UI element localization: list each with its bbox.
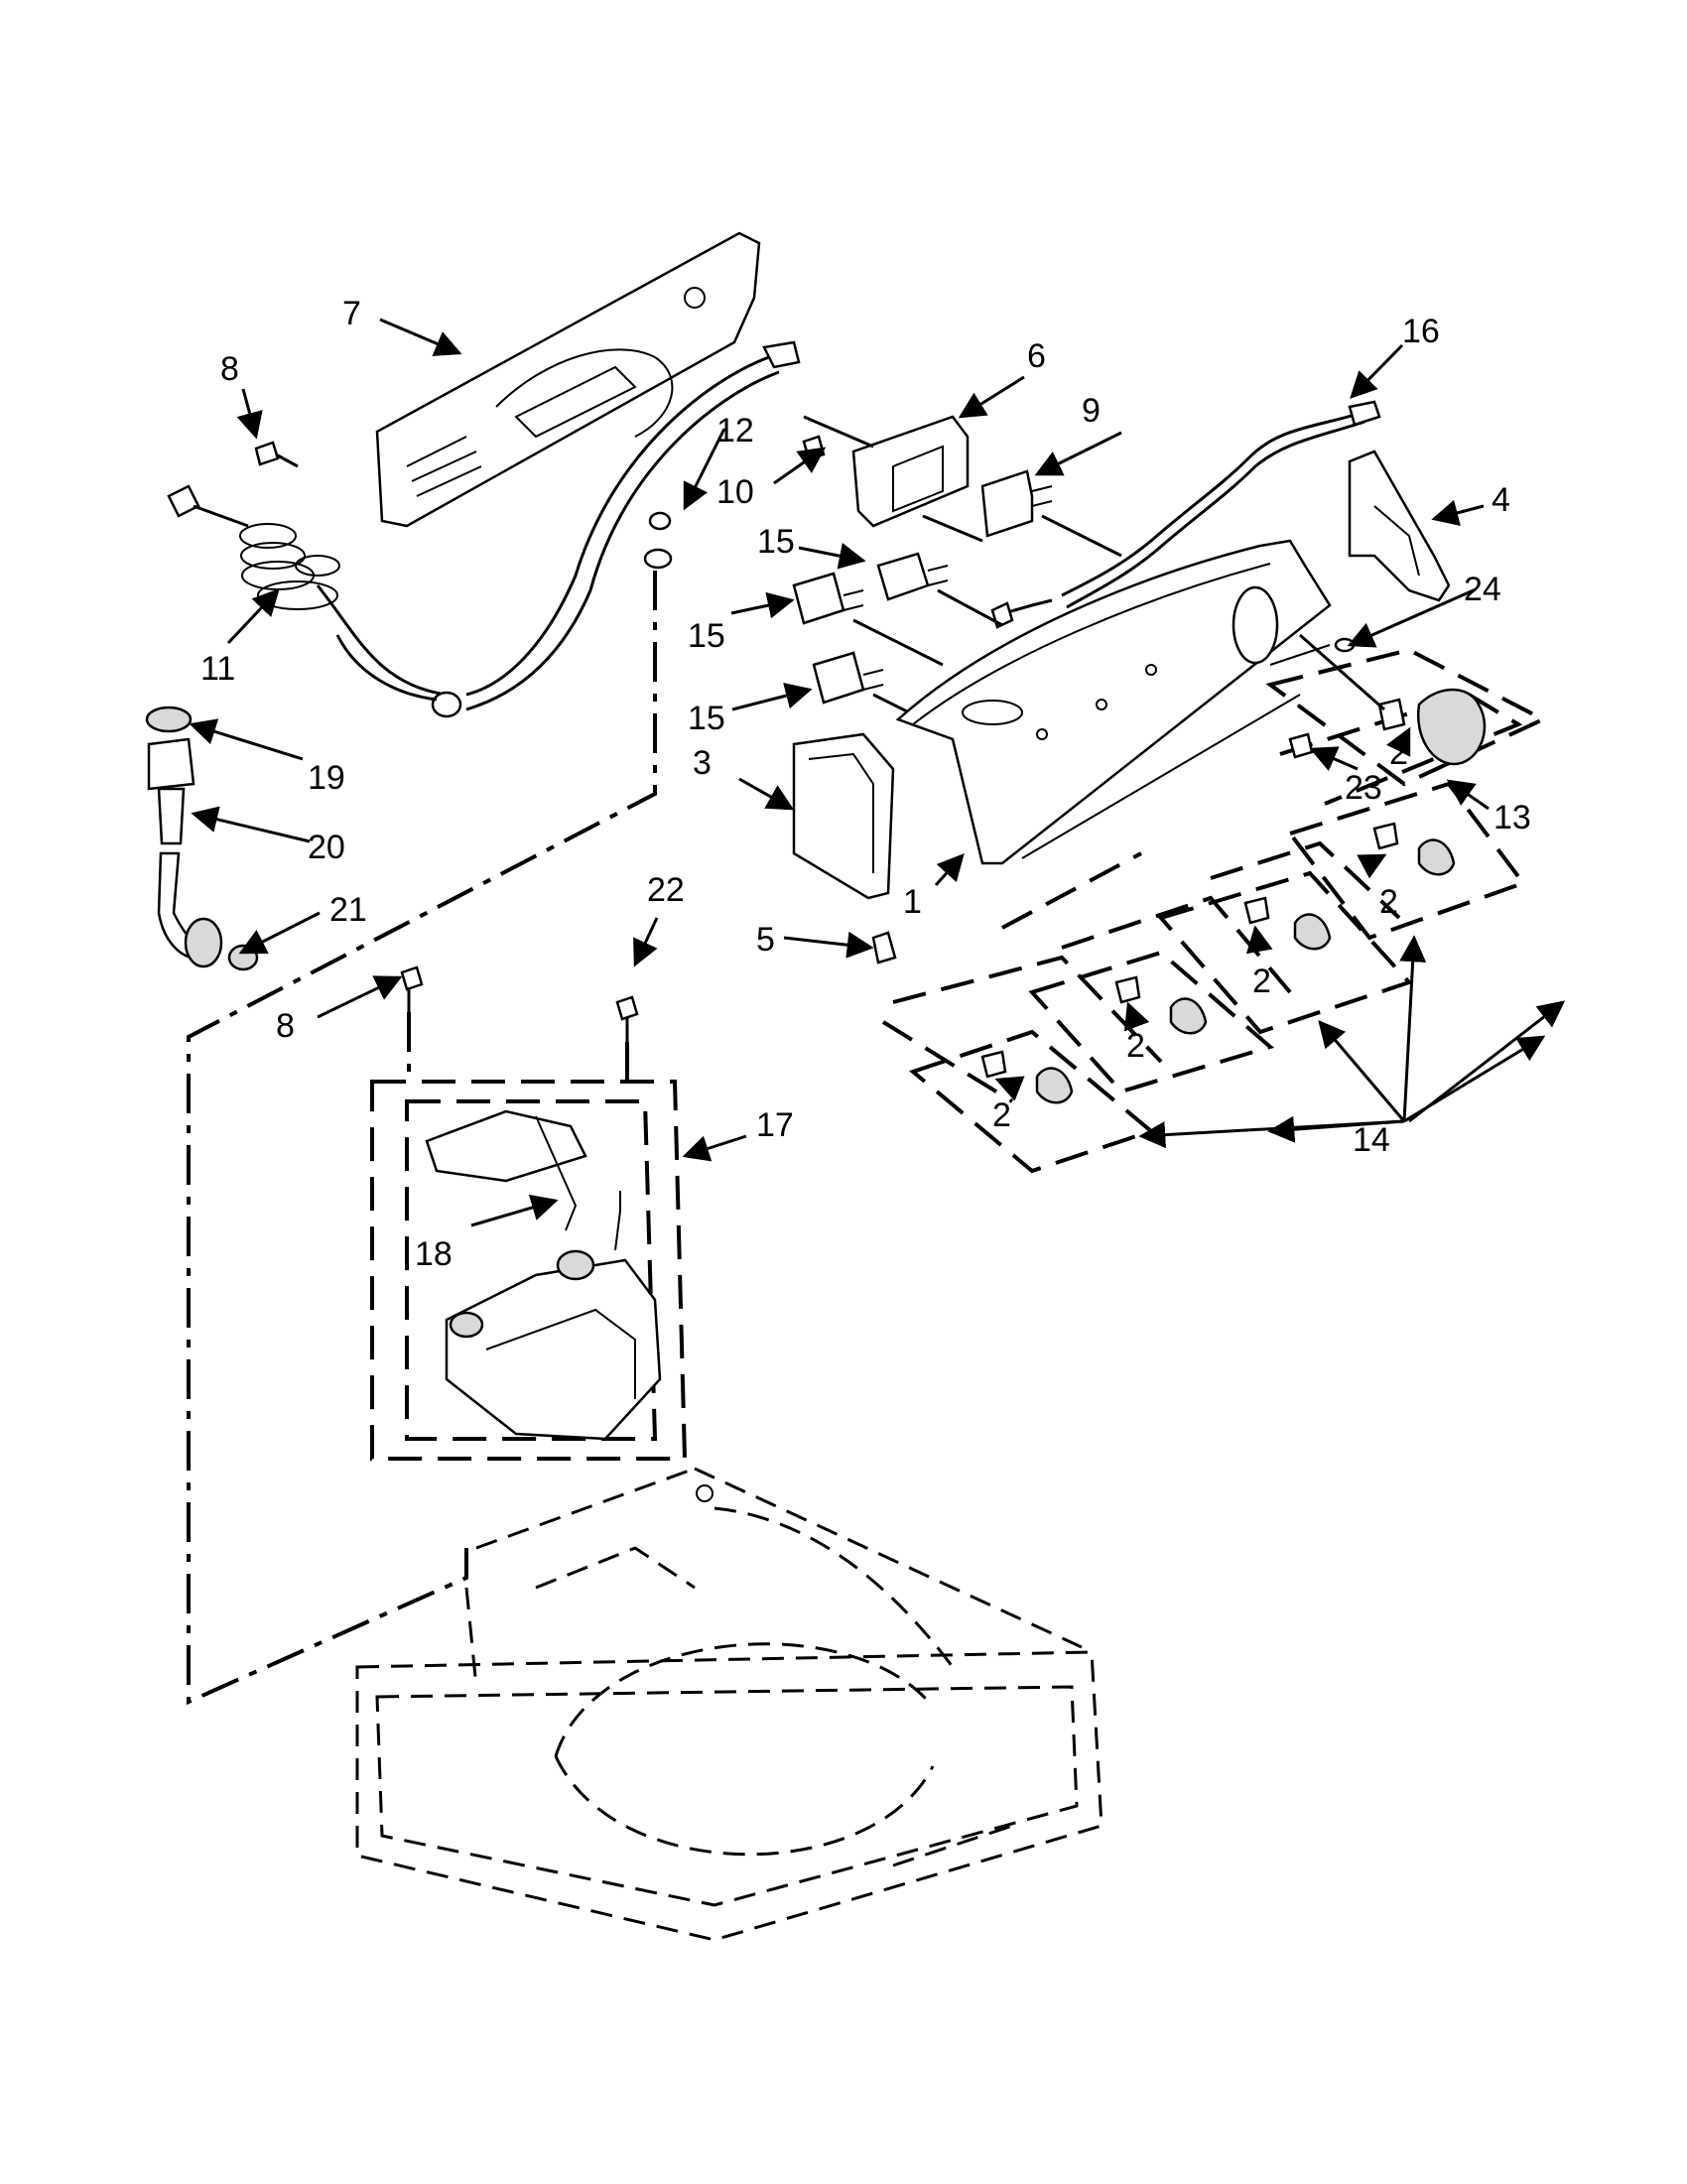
callout-10: 10 [716, 473, 754, 511]
washer-top-icon [355, 1467, 1103, 1942]
callout-3: 3 [693, 744, 712, 782]
knob-icon [980, 1050, 1074, 1104]
rear-panel-icon [375, 231, 761, 528]
callout-15: 15 [757, 523, 795, 561]
screw-icon [1288, 732, 1314, 759]
callout-11: 11 [200, 650, 235, 688]
control-console-icon [895, 539, 1332, 865]
callout-2: 2 [992, 1096, 1011, 1134]
knob-icon [1243, 896, 1332, 951]
callout-2: 2 [1379, 883, 1398, 921]
end-cap-icon [1348, 450, 1451, 602]
screw-icon [643, 511, 673, 570]
hose-icon [145, 706, 259, 971]
assembly-guide-lines [187, 571, 657, 1706]
wire-harness-icon [335, 340, 801, 718]
callout-20: 20 [308, 829, 345, 866]
callout-1: 1 [903, 883, 922, 921]
screw-icon [400, 965, 424, 1012]
valve-assembly-icon [370, 1080, 688, 1461]
switch-icon [980, 469, 1122, 558]
callout-2: 2 [1126, 1027, 1145, 1065]
callout-22: 22 [647, 871, 685, 909]
callout-18: 18 [415, 1235, 453, 1273]
callout-15: 15 [688, 617, 725, 655]
callout-14: 14 [1353, 1121, 1390, 1159]
callout-8: 8 [276, 1007, 295, 1045]
power-cord-icon [167, 484, 448, 697]
leader-arrows [189, 318, 1566, 1227]
callout-17: 17 [756, 1106, 794, 1144]
callout-19: 19 [308, 759, 345, 797]
knob-icon [1372, 822, 1456, 876]
callout-6: 6 [1027, 337, 1046, 375]
callout-16: 16 [1402, 313, 1440, 350]
callout-2: 2 [1252, 963, 1271, 1000]
wire-harness-icon [990, 400, 1381, 629]
callout-5: 5 [756, 921, 775, 959]
switch-icon [812, 651, 944, 731]
switch-icon [792, 572, 944, 667]
callout-labels: 1 2 2 2 2 2 2 3 4 5 6 7 8 8 9 10 11 12 1… [200, 295, 1531, 1273]
knob-icon [1299, 633, 1487, 766]
callout-8: 8 [220, 350, 239, 388]
switch-icon [876, 552, 1003, 627]
callout-24: 24 [1464, 571, 1501, 608]
callout-15: 15 [688, 700, 725, 737]
end-cap-icon [792, 732, 895, 900]
clip-icon [871, 931, 897, 964]
control-board-icon [803, 415, 983, 543]
knob-icon [1114, 975, 1208, 1035]
callout-4: 4 [1492, 481, 1510, 519]
callout-9: 9 [1082, 392, 1101, 430]
callout-13: 13 [1493, 799, 1531, 836]
callout-2: 2 [1389, 734, 1408, 772]
screw-icon [615, 995, 639, 1042]
callout-7: 7 [342, 295, 361, 332]
callout-21: 21 [329, 891, 367, 929]
callout-12: 12 [716, 412, 754, 450]
callout-23: 23 [1345, 769, 1382, 807]
screw-icon [254, 441, 299, 468]
